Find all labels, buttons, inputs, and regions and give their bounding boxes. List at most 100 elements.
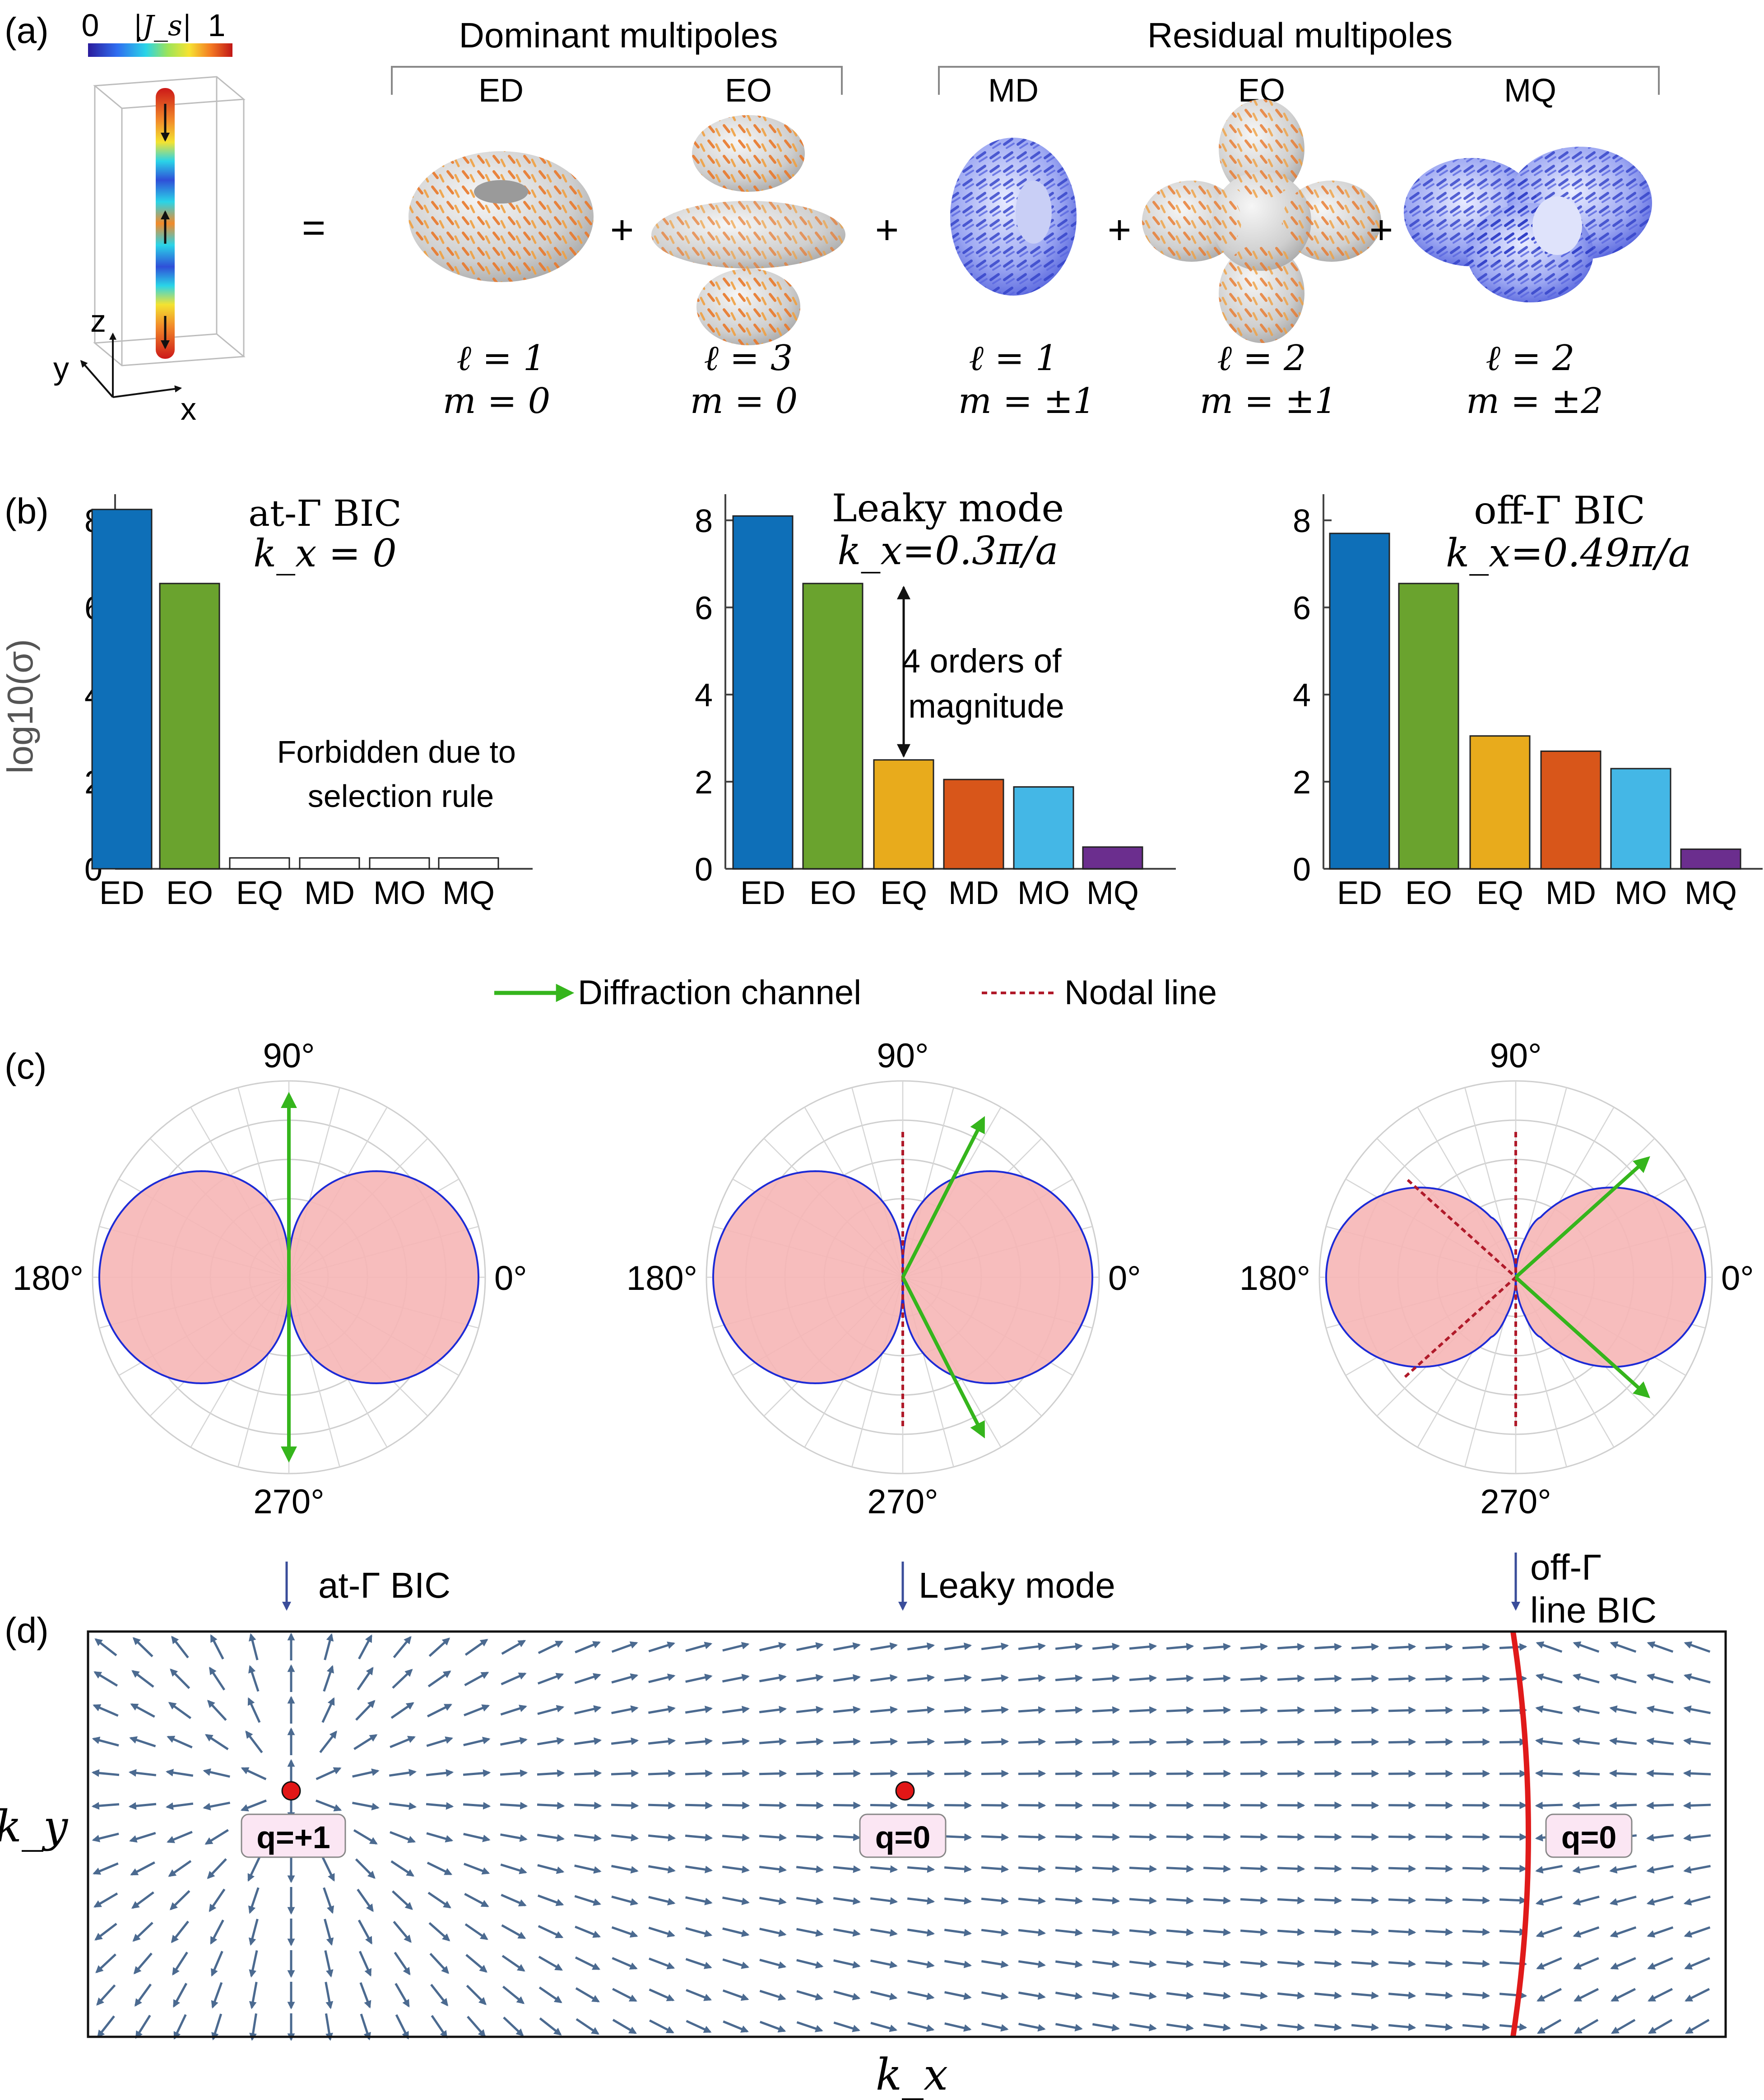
field-arrow [211,1982,223,2009]
field-arrow [1535,1802,1563,1810]
field-arrow [1166,2023,1194,2031]
field-arrow [1425,1643,1453,1651]
field-arrow [944,1960,972,1968]
field-arrow [248,1919,259,1946]
charge-badge-bg [241,1813,346,1858]
field-arrow [1129,1928,1157,1936]
field-arrow [611,1673,639,1684]
category-label: EQ [880,875,927,911]
field-arrow [1610,1641,1637,1653]
field-arrow [1240,1992,1268,2000]
field-arrow [1166,1960,1194,1968]
field-arrow [463,1737,491,1747]
field-arrow [1572,1705,1600,1715]
field-arrow [611,1737,639,1745]
bar-mo [1013,786,1074,870]
multipole-name: ED [478,73,524,109]
field-arrow [1388,1864,1416,1873]
field-arrow [833,1801,861,1809]
field-arrow [722,1896,750,1905]
category-label: EQ [236,875,283,911]
field-arrow [944,1674,972,1682]
field-arrow [1240,1865,1268,1873]
field-arrow [1388,1706,1416,1715]
field-arrow [353,1734,378,1750]
charge-badge-leaky: q=0 [875,1820,931,1855]
field-arrow [1277,1833,1305,1841]
field-arrow [722,1770,750,1778]
field-arrow [685,1865,713,1873]
charge-badge-bg [859,1813,947,1858]
field-arrow [1240,1643,1268,1651]
field-arrow [1425,2023,1453,2031]
field-arrow [685,1801,713,1809]
field-arrow [575,1925,601,1938]
field-arrow [685,1674,713,1683]
category-label: MO [1615,875,1667,911]
field-arrow [93,1671,118,1687]
field-arrow [132,1922,153,1942]
field-arrow [1388,1960,1416,1968]
axis-z-label: z [90,303,106,338]
field-arrow [981,1991,1009,2000]
category-label: MQ [1685,875,1737,911]
annotation-line-2: selection rule [308,779,494,814]
field-arrow [1684,1641,1711,1653]
field-arrow [1648,1988,1673,2002]
field-arrow [1609,1865,1637,1874]
field-arrow [93,1704,119,1717]
plus-sign: + [1369,208,1393,253]
field-arrow [426,1736,453,1747]
field-arrow [833,2021,860,2032]
field-arrow [649,1957,675,1970]
field-arrow [1092,1865,1120,1873]
plus-sign: + [1108,208,1132,253]
field-arrow [1277,1865,1305,1873]
field-arrow [611,1895,639,1906]
marker-label-off-gamma-1: off-Γ [1530,1547,1602,1587]
field-arrow [1536,1957,1562,1970]
field-arrow [1129,1865,1157,1873]
field-arrow [1572,1896,1600,1906]
field-arrow [1166,1992,1194,2000]
coordinate-axes [80,332,182,398]
field-arrow [574,1705,602,1715]
angle-label-90: 90° [263,1037,315,1075]
category-label: MQ [1086,875,1139,911]
field-arrow [464,1704,490,1716]
field-arrow [429,1953,450,1974]
field-arrow [92,1736,119,1747]
field-arrow [209,1666,226,1691]
field-arrow [207,1858,227,1879]
field-arrow [722,1642,750,1652]
field-arrow [167,1831,193,1843]
field-arrow [464,1863,490,1875]
bar-ed [91,509,153,870]
field-arrow [1499,1864,1527,1873]
bar-chart-annotation: Forbidden due to selection rule [277,734,525,814]
field-arrow [648,1769,676,1777]
field-arrow [1647,1957,1673,1970]
field-arrow [211,2013,223,2040]
field-arrow [722,1833,750,1841]
y-tick-label: 8 [695,503,713,539]
field-arrow [1018,1960,1046,1968]
field-arrow [1055,1642,1083,1650]
field-arrow [352,1768,380,1778]
colorbar: 0 |J_s| 1 [82,8,232,57]
field-arrow [575,1956,601,1970]
field-arrow [1166,1928,1194,1936]
field-arrow [1203,1833,1231,1841]
bar-ed [1329,533,1390,870]
field-arrow [1129,2023,1157,2031]
field-arrow [944,1706,972,1714]
bar-chart-title: at-Γ BIC [248,492,401,534]
field-arrow [611,1865,639,1874]
field-arrow [390,1831,416,1843]
field-arrow [1462,1896,1490,1905]
field-arrow [796,1897,824,1905]
field-arrow [316,1799,342,1812]
